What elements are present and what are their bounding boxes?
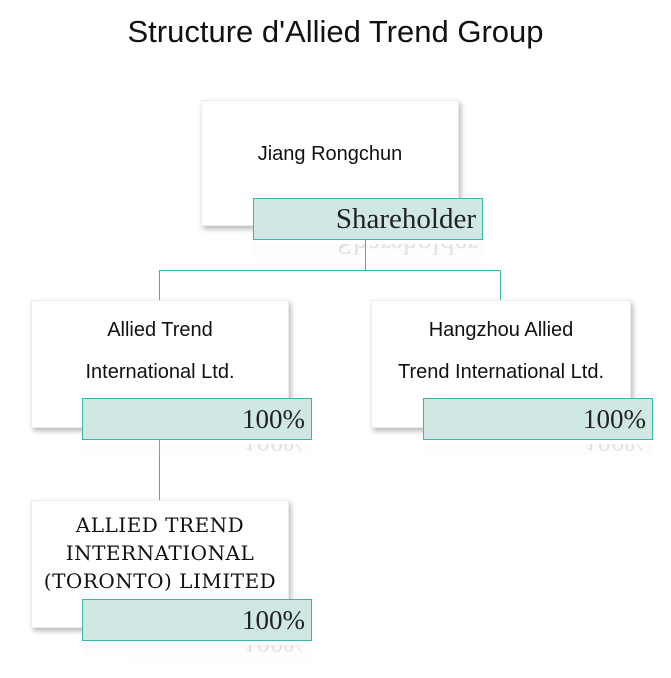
node-grandchild-name-line1: ALLIED TREND — [75, 513, 245, 537]
node-root-tag: Shareholder — [253, 198, 483, 240]
node-child1-name-line1: Allied Trend — [107, 319, 213, 341]
connector-child1-to-grandchild — [159, 440, 160, 500]
node-grandchild-name-line3: (TORONTO) LIMITED — [43, 569, 277, 593]
node-root-tag-label: Shareholder — [335, 203, 476, 235]
diagram-title: Structure d'Allied Trend Group — [127, 14, 544, 49]
node-grandchild-tag: 100% — [82, 599, 312, 641]
node-child1-tag-label: 100% — [242, 404, 305, 434]
node-child1-tag: 100% — [82, 398, 312, 440]
node-root-tag-reflection: Shareholder — [253, 244, 483, 264]
node-child2-name-line2: Trend International Ltd. — [397, 361, 605, 383]
connector-horizontal — [159, 270, 500, 271]
node-root-tag-reflection-label: Shareholder — [336, 244, 477, 260]
node-child2-tag-reflection: 100% — [423, 444, 653, 462]
node-grandchild-tag-reflection-label: 100% — [82, 645, 312, 663]
node-child2-tag-reflection-label: 100% — [423, 444, 653, 462]
node-child1-name-line2: International Ltd. — [85, 361, 235, 383]
node-grandchild-tag-reflection: 100% — [82, 645, 312, 663]
node-grandchild-name-line2: INTERNATIONAL — [65, 541, 255, 565]
node-child1-tag-reflection-label: 100% — [82, 444, 312, 462]
node-grandchild-tag-label: 100% — [242, 605, 305, 635]
node-child2-tag: 100% — [423, 398, 653, 440]
node-child2-name-line1: Hangzhou Allied — [428, 319, 574, 341]
connector-to-child2 — [500, 270, 501, 300]
connector-to-child1 — [159, 270, 160, 300]
node-root-name: Jiang Rongchun — [257, 143, 403, 165]
node-child1-tag-reflection: 100% — [82, 444, 312, 462]
node-child2-tag-label: 100% — [583, 404, 646, 434]
connector-root-down — [365, 240, 366, 270]
